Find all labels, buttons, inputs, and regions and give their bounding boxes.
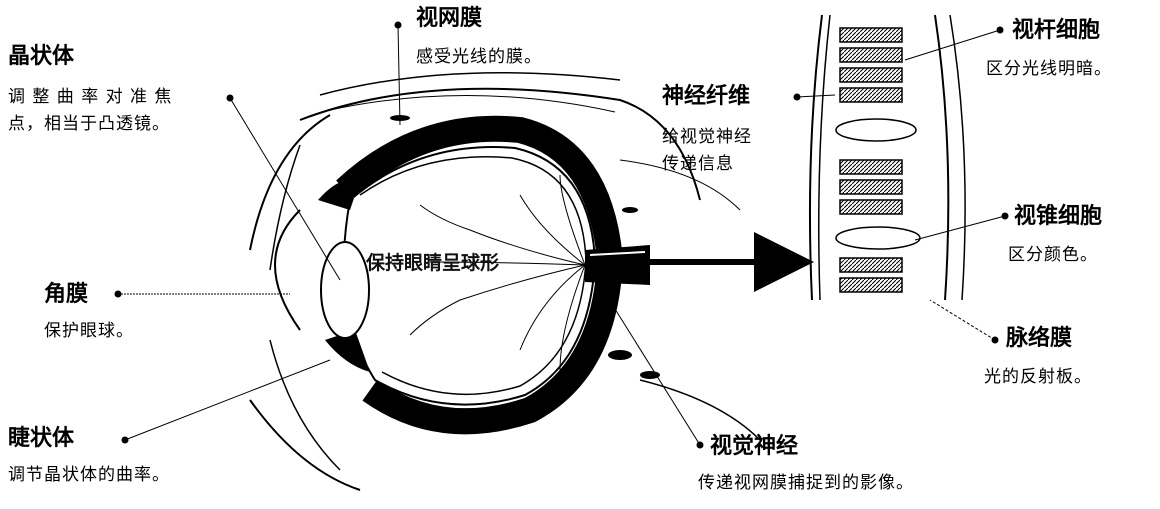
cornea-desc: 保护眼球。 xyxy=(44,318,134,345)
retina-label: 视网膜 感受光线的膜。 xyxy=(416,6,542,71)
cornea-label: 角膜 保护眼球。 xyxy=(44,282,134,345)
eyeball-interior xyxy=(344,147,595,405)
cone-title: 视锥细胞 xyxy=(1014,204,1102,230)
optic-nerve-label: 视觉神经 传递视网膜捕捉到的影像。 xyxy=(710,434,914,497)
cornea-curve xyxy=(275,210,300,330)
choroid-label: 脉络膜 光的反射板。 xyxy=(1006,326,1092,391)
vitreous-label: 保持眼睛呈球形 xyxy=(366,248,499,275)
lens-label: 晶状体 调 整 曲 率 对 准 焦 点，相当于凸透镜。 xyxy=(8,44,172,138)
rod-desc: 区分光线明暗。 xyxy=(986,56,1112,83)
cone-desc: 区分颜色。 xyxy=(1008,242,1102,269)
choroid-desc: 光的反射板。 xyxy=(984,364,1092,391)
nerve-fiber-desc-2: 传递信息 xyxy=(662,151,752,178)
nerve-fiber-title: 神经纤维 xyxy=(662,84,752,110)
ciliary-label: 睫状体 调节晶状体的曲率。 xyxy=(8,426,170,489)
retina-title: 视网膜 xyxy=(416,6,542,32)
rod-title: 视杆细胞 xyxy=(1012,18,1112,44)
lens-ellipse xyxy=(321,242,369,338)
nerve-fiber-desc-1: 给视觉神经 xyxy=(662,124,752,151)
nerve-fiber-label: 神经纤维 给视觉神经 传递信息 xyxy=(662,84,752,178)
lens-title: 晶状体 xyxy=(8,44,172,70)
retina-cell-strip xyxy=(810,15,965,300)
optic-nerve-title: 视觉神经 xyxy=(710,434,914,460)
retina-desc: 感受光线的膜。 xyxy=(416,44,542,71)
lens-desc-2: 点，相当于凸透镜。 xyxy=(8,111,172,138)
ciliary-title: 睫状体 xyxy=(8,426,170,452)
choroid-title: 脉络膜 xyxy=(1006,326,1092,352)
cone-label: 视锥细胞 区分颜色。 xyxy=(1014,204,1102,269)
rod-label: 视杆细胞 区分光线明暗。 xyxy=(1012,18,1112,83)
optic-nerve-desc: 传递视网膜捕捉到的影像。 xyxy=(698,470,914,497)
ciliary-desc: 调节晶状体的曲率。 xyxy=(8,462,170,489)
lens-desc-1: 调 整 曲 率 对 准 焦 xyxy=(8,84,172,111)
rod-cells xyxy=(840,28,902,292)
cornea-title: 角膜 xyxy=(44,282,134,308)
